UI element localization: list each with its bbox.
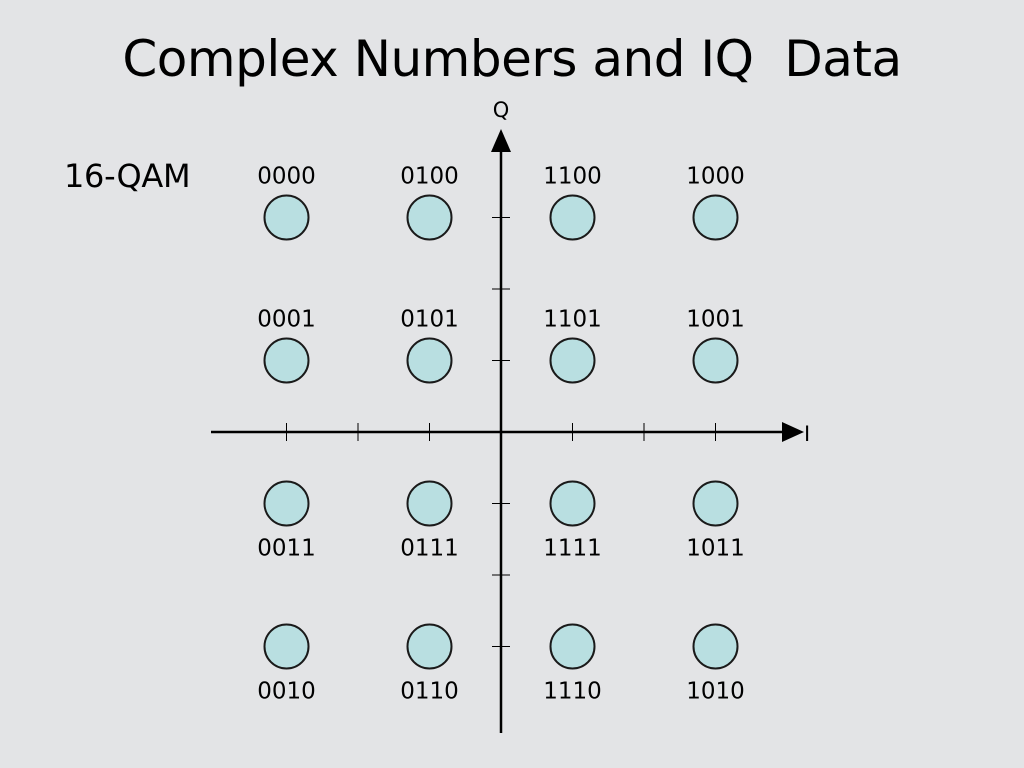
slide-title: Complex Numbers and IQ Data: [122, 30, 902, 88]
constellation-point-0010: [263, 623, 310, 670]
bit-label-1011: 1011: [686, 536, 745, 562]
constellation-point-1101: [549, 337, 596, 384]
constellation-point-0100: [406, 194, 453, 241]
bit-label-0100: 0100: [400, 164, 459, 190]
i-axis-label: I: [804, 422, 810, 446]
q-axis-label: Q: [493, 98, 510, 122]
constellation-point-0000: [263, 194, 310, 241]
constellation-point-0111: [406, 480, 453, 527]
bit-label-1101: 1101: [543, 307, 602, 333]
bit-label-0011: 0011: [257, 536, 316, 562]
modulation-label: 16-QAM: [64, 157, 191, 195]
constellation-point-1110: [549, 623, 596, 670]
bit-label-1111: 1111: [543, 536, 602, 562]
constellation-point-0001: [263, 337, 310, 384]
constellation-points: 0000 0100 1100 1000 0001 0101 1101 1001 0011 0111…: [257, 164, 745, 705]
bit-label-0101: 0101: [400, 307, 459, 333]
bit-label-0111: 0111: [400, 536, 459, 562]
bit-label-0110: 0110: [400, 679, 459, 705]
bit-label-1000: 1000: [686, 164, 745, 190]
q-axis-arrowhead: [491, 129, 511, 152]
bit-label-1010: 1010: [686, 679, 745, 705]
constellation-point-1000: [692, 194, 739, 241]
constellation-point-1001: [692, 337, 739, 384]
bit-label-0010: 0010: [257, 679, 316, 705]
bit-label-0001: 0001: [257, 307, 316, 333]
bit-label-1001: 1001: [686, 307, 745, 333]
constellation-point-1011: [692, 480, 739, 527]
constellation-point-0101: [406, 337, 453, 384]
bit-label-1110: 1110: [543, 679, 602, 705]
constellation-point-0011: [263, 480, 310, 527]
constellation-point-1111: [549, 480, 596, 527]
bit-label-1100: 1100: [543, 164, 602, 190]
constellation-point-1100: [549, 194, 596, 241]
i-axis-arrowhead: [782, 422, 804, 442]
constellation-point-0110: [406, 623, 453, 670]
constellation-point-1010: [692, 623, 739, 670]
bit-label-0000: 0000: [257, 164, 316, 190]
